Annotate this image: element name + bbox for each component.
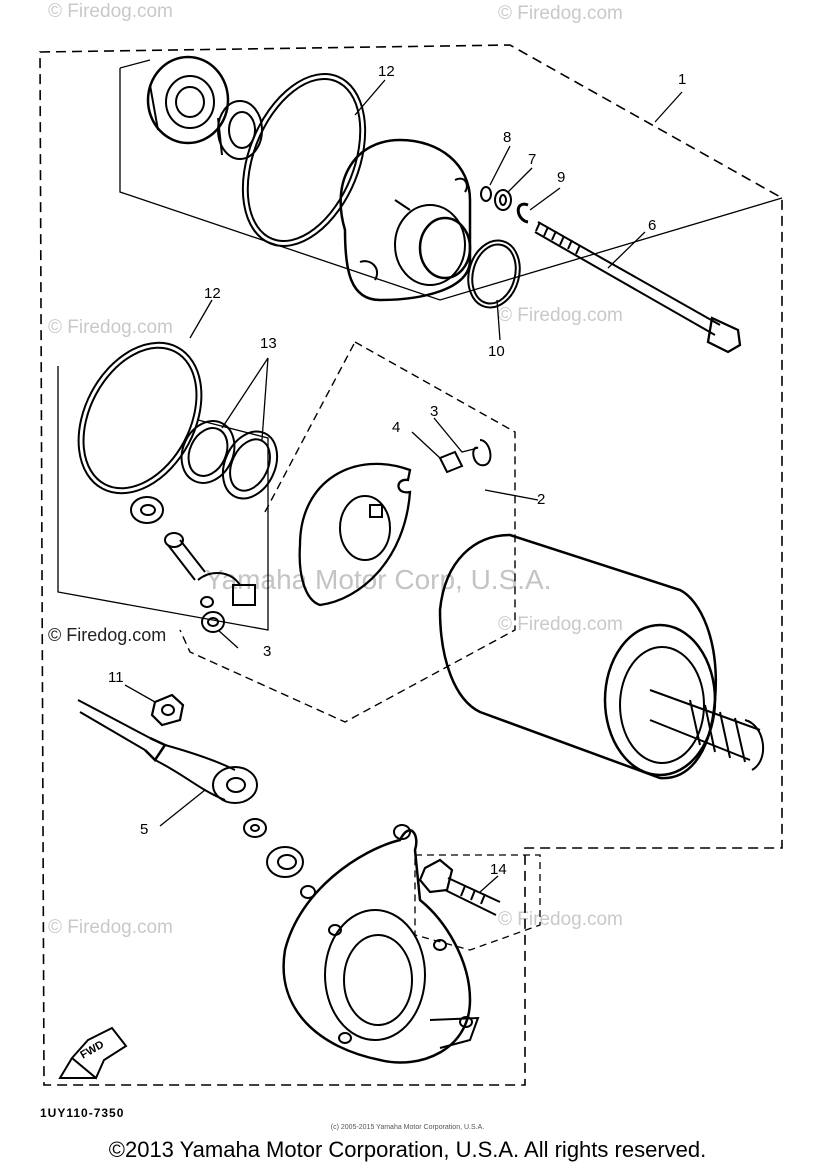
- leader-line: [221, 357, 269, 441]
- washer-small: [243, 818, 267, 838]
- leader-line: [496, 299, 501, 341]
- leader-line: [479, 875, 499, 893]
- starter-cable: [77, 699, 258, 804]
- o-ring-lower: [77, 341, 203, 495]
- leader-line: [654, 91, 683, 123]
- fwd-arrow-icon: [58, 1026, 128, 1080]
- through-bolt: [534, 221, 742, 354]
- leader-line: [484, 489, 539, 501]
- watermark-firedog: © Firedog.com: [48, 1, 173, 22]
- callout-4: 4: [392, 419, 401, 436]
- bolt-group-outline: [414, 854, 541, 951]
- callout-13: 13: [260, 335, 277, 352]
- terminal-bolt: [130, 496, 256, 633]
- callout-3: 3: [263, 643, 272, 660]
- callout-11: 11: [108, 669, 124, 686]
- mounting-bolt: [418, 858, 501, 916]
- watermark-firedog: © Firedog.com: [48, 917, 173, 938]
- brush-plate: [298, 462, 412, 607]
- callout-6: 6: [648, 217, 657, 234]
- drawing-code: 1UY110-7350: [40, 1106, 125, 1120]
- callout-14: 14: [490, 861, 507, 878]
- callout-12: 12: [378, 63, 395, 80]
- leader-line: [354, 79, 386, 116]
- watermark-firedog: © Firedog.com: [48, 317, 173, 338]
- callout-2: 2: [537, 491, 546, 508]
- shim-washer: [180, 420, 236, 484]
- motor-yoke: [438, 533, 765, 780]
- watermark-firedog: © Firedog.com: [498, 305, 623, 326]
- bearing: [146, 55, 230, 145]
- leader-line: [529, 187, 561, 211]
- o-ring-top: [241, 73, 367, 247]
- brush: [438, 450, 464, 474]
- callout-3: 3: [430, 403, 439, 420]
- nut: [150, 693, 185, 727]
- o-ring-small: [480, 186, 492, 202]
- rear-cover: [282, 824, 480, 1064]
- assembly-boundary-line: [39, 44, 783, 1086]
- brush-plate-group-outline: [179, 341, 516, 723]
- callout-1: 1: [678, 71, 687, 88]
- grommet: [266, 846, 304, 878]
- brush-holder-group-outline: [57, 366, 269, 631]
- leader-line: [217, 629, 239, 649]
- oil-seal: [217, 100, 263, 160]
- watermark-firedog: © Firedog.com: [48, 625, 167, 645]
- small-copyright: (c) 2005-2015 Yamaha Motor Corporation, …: [330, 1124, 485, 1131]
- watermark-firedog: © Firedog.com: [498, 614, 623, 635]
- leader-line: [124, 684, 156, 703]
- washer: [494, 189, 512, 211]
- callout-8: 8: [503, 129, 512, 146]
- leader-line: [507, 167, 533, 193]
- leader-line: [411, 431, 441, 459]
- brush-spring: [472, 439, 492, 467]
- callout-5: 5: [140, 821, 149, 838]
- o-ring-tiny: [300, 885, 316, 899]
- callout-10: 10: [488, 343, 505, 360]
- leader-line: [159, 789, 206, 827]
- callout-9: 9: [557, 169, 566, 186]
- watermark-firedog: © Firedog.com: [498, 3, 623, 24]
- leader-line: [433, 417, 479, 453]
- copyright-notice: ©2013 Yamaha Motor Corporation, U.S.A. A…: [108, 1137, 707, 1162]
- callout-12: 12: [204, 285, 221, 302]
- callout-7: 7: [528, 151, 537, 168]
- front-cover-group-outline: [119, 68, 783, 301]
- o-ring-10: [467, 239, 521, 309]
- shim-washer: [221, 430, 279, 500]
- watermark-firedog: © Firedog.com: [498, 909, 623, 930]
- leader-line: [189, 299, 213, 339]
- leader-line: [607, 231, 646, 269]
- watermark-yamaha: Yamaha Motor Corp, U.S.A.: [205, 564, 552, 595]
- front-cover: [339, 138, 472, 302]
- leader-line: [489, 145, 511, 186]
- circlip: [516, 202, 529, 224]
